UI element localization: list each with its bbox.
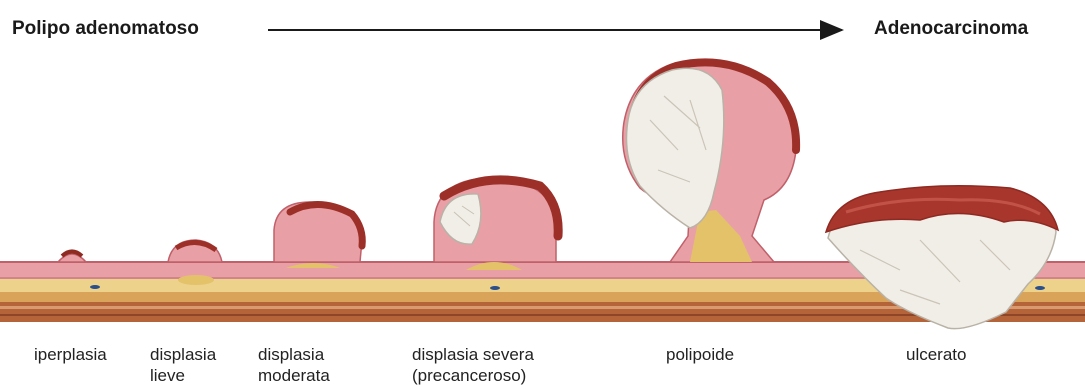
stage-label-line2: lieve [150, 365, 216, 386]
stage-label-line1: ulcerato [906, 344, 966, 365]
stage-displasia-severa-shape [434, 178, 558, 270]
stage-label-line2: (precanceroso) [412, 365, 534, 386]
end-label: Adenocarcinoma [874, 18, 1028, 40]
stage-label-line1: displasia [150, 344, 216, 365]
stage-iperplasia-shape [58, 252, 86, 263]
stage-label-line2: moderata [258, 365, 330, 386]
stage-label-iperplasia: iperplasia [34, 344, 107, 365]
stage-label-polipoide: polipoide [666, 344, 734, 365]
stage-label-ulcerato: ulcerato [906, 344, 966, 365]
stage-label-displasia-moderata: displasia moderata [258, 344, 330, 386]
stage-label-line1: polipoide [666, 344, 734, 365]
stage-label-line1: displasia [258, 344, 330, 365]
stage-polipoide-shape [623, 60, 797, 262]
stage-label-line1: displasia severa [412, 344, 534, 365]
stage-displasia-moderata-shape [274, 202, 362, 268]
stage-label-displasia-lieve: displasia lieve [150, 344, 216, 386]
stage-label-line1: iperplasia [34, 344, 107, 365]
stage-label-displasia-severa: displasia severa (precanceroso) [412, 344, 534, 386]
